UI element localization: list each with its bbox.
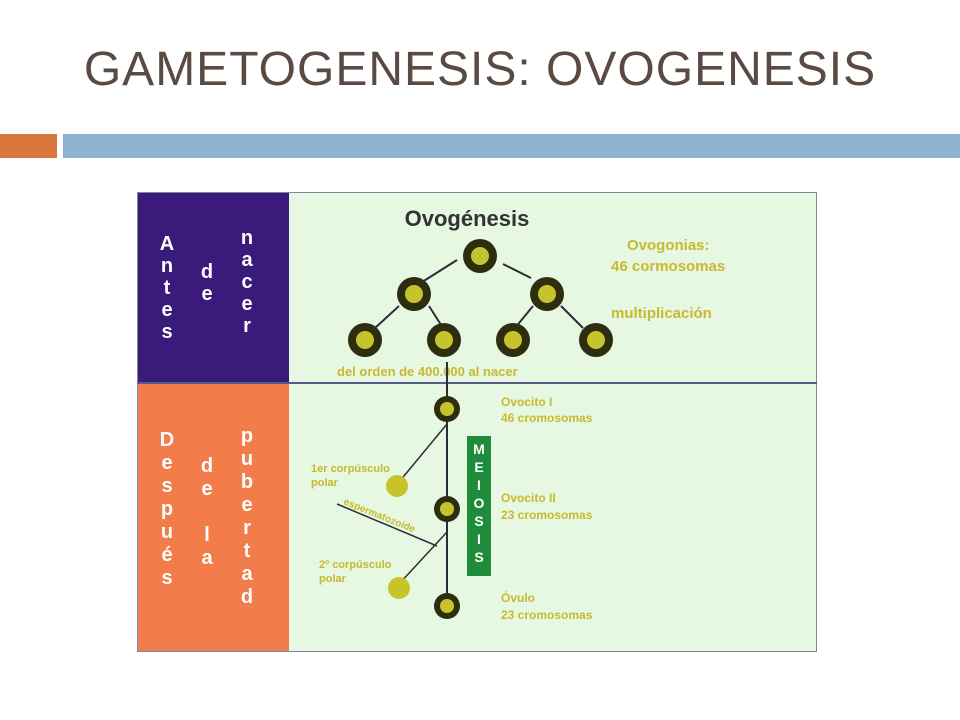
cell-ovogonia-l3-b — [427, 323, 461, 357]
cell-ovogonia-l3-c — [496, 323, 530, 357]
label-polar-1: 1er corpúsculo — [311, 463, 390, 475]
meiosis-letter: S — [474, 549, 483, 565]
band-antes-de-nacer — [137, 192, 289, 382]
side-letter-pubertad: u — [241, 448, 253, 470]
cell-polar-1 — [386, 475, 408, 497]
side-letter-pubertad: t — [244, 540, 251, 562]
label-polar-1-b: polar — [311, 477, 339, 489]
slide-title: GAMETOGENESIS: OVOGENESIS — [83, 43, 877, 96]
label-ovocito-1-chrom: 46 cromosomas — [501, 411, 593, 425]
panel-border — [137, 192, 817, 652]
side-letter-nacer: n — [241, 227, 253, 249]
side-letter-nacer: e — [241, 293, 252, 315]
side-letter-despues: u — [161, 521, 173, 543]
accent-bar-orange — [0, 134, 57, 158]
side-letter-de: d — [201, 261, 213, 283]
label-ovogonias: Ovogonias: — [627, 237, 710, 254]
cell-ovogonia-l2-b — [530, 277, 564, 311]
cell-polar-2 — [388, 577, 410, 599]
side-letter-despues: s — [161, 567, 172, 589]
label-ovulo: Óvulo — [501, 590, 535, 605]
cell-ovogonia-l3-a — [348, 323, 382, 357]
diagram-title: Ovogénesis — [405, 206, 530, 231]
side-letter-pubertad: a — [241, 563, 253, 585]
label-multiplicacion: multiplicación — [611, 305, 712, 322]
label-ovocito-1: Ovocito I — [501, 395, 552, 409]
side-letter-despues: s — [161, 475, 172, 497]
meiosis-letter: E — [474, 459, 483, 475]
branch-polar-2 — [398, 531, 448, 585]
side-letter-de: e — [201, 283, 212, 305]
side-letter-despues: p — [161, 498, 173, 520]
meiosis-bar — [467, 436, 491, 576]
side-letter-despues: é — [161, 544, 172, 566]
cell-ovogonia-root — [463, 239, 497, 273]
side-letter-antes: e — [161, 299, 172, 321]
side-letter-de-la: a — [201, 547, 213, 569]
side-letter-antes: n — [161, 255, 173, 277]
side-letter-nacer: a — [241, 249, 253, 271]
side-letter-de-la: l — [204, 524, 210, 546]
label-count-birth: del orden de 400.000 al nacer — [337, 364, 518, 379]
label-polar-2: 2º corpúsculo — [319, 559, 392, 571]
accent-bar-blue — [63, 134, 960, 158]
cell-ovogonia-l3-d — [579, 323, 613, 357]
meiosis-letter: O — [474, 495, 485, 511]
meiosis-letter: S — [474, 513, 483, 529]
side-letter-despues: D — [160, 429, 174, 451]
label-ovogonias-count: 46 cormosomas — [611, 258, 725, 275]
cell-ovogonia-l2-a — [397, 277, 431, 311]
cell-ovocito-2 — [434, 496, 460, 522]
band-despues-pubertad — [137, 384, 289, 652]
side-letter-nacer: c — [241, 271, 252, 293]
side-letter-pubertad: b — [241, 471, 253, 493]
label-ovulo-chrom: 23 cromosomas — [501, 608, 593, 622]
side-letter-de-la: d — [201, 455, 213, 477]
side-letter-nacer: r — [243, 315, 251, 337]
side-letter-pubertad: r — [243, 517, 251, 539]
meiosis-letter: I — [477, 477, 481, 493]
side-letter-antes: A — [160, 233, 174, 255]
branch-polar-1 — [398, 423, 448, 483]
label-ovocito-2: Ovocito II — [501, 491, 556, 505]
label-ovocito-2-chrom: 23 cromosomas — [501, 508, 593, 522]
side-letter-antes: t — [164, 277, 171, 299]
cell-ovulo — [434, 593, 460, 619]
side-letter-pubertad: p — [241, 425, 253, 447]
side-letter-pubertad: d — [241, 586, 253, 608]
label-polar-2-b: polar — [319, 573, 347, 585]
side-letter-pubertad: e — [241, 494, 252, 516]
meiosis-letter: M — [473, 441, 485, 457]
cell-ovocito-1 — [434, 396, 460, 422]
side-letter-de-la: e — [201, 478, 212, 500]
meiosis-letter: I — [477, 531, 481, 547]
side-letter-despues: e — [161, 452, 172, 474]
sperm-line — [336, 503, 438, 547]
side-letter-antes: s — [161, 321, 172, 343]
